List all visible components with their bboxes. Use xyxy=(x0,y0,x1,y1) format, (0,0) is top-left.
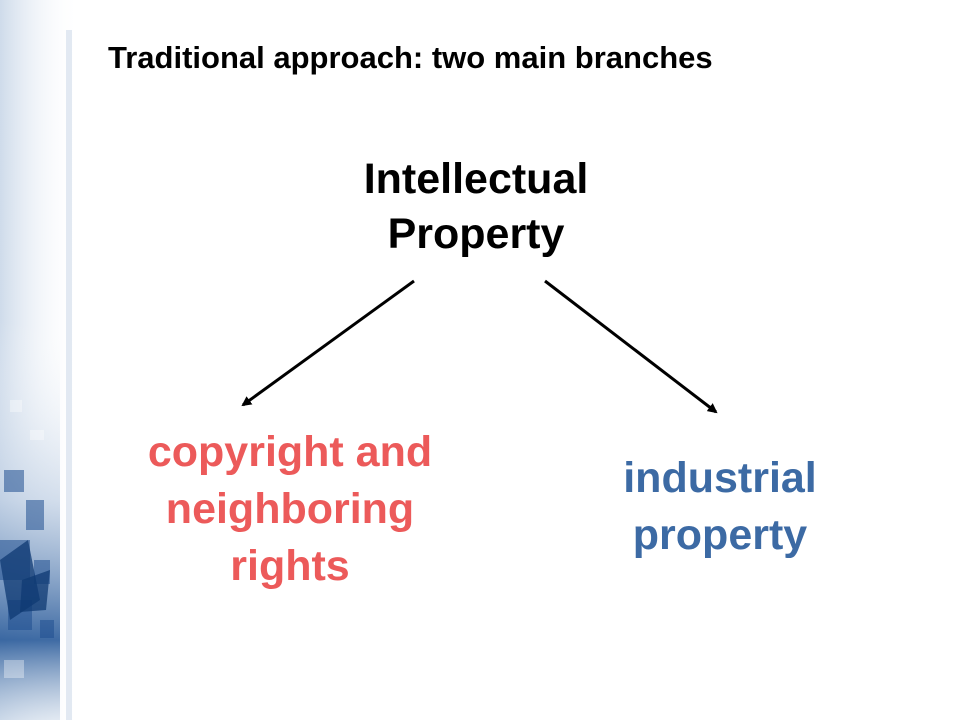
branch-copyright-and-neighboring-rights: copyright and neighboring rights xyxy=(110,424,470,595)
branch-line: industrial xyxy=(623,454,817,502)
branch-industrial-property: industrial property xyxy=(560,450,880,564)
branch-line: property xyxy=(632,511,808,559)
arrow-to-industrial-property xyxy=(544,279,718,414)
arrow-to-copyright xyxy=(241,279,415,407)
root-node-line: Property xyxy=(387,210,565,258)
branch-line: copyright and xyxy=(147,428,433,476)
slide-side-decoration xyxy=(0,0,80,720)
root-node-line: Intellectual xyxy=(363,155,589,203)
branch-line: neighboring xyxy=(165,485,415,533)
branch-line: rights xyxy=(230,542,350,590)
slide-title: Traditional approach: two main branches xyxy=(108,40,713,75)
root-node-intellectual-property: Intellectual Property xyxy=(326,152,626,262)
